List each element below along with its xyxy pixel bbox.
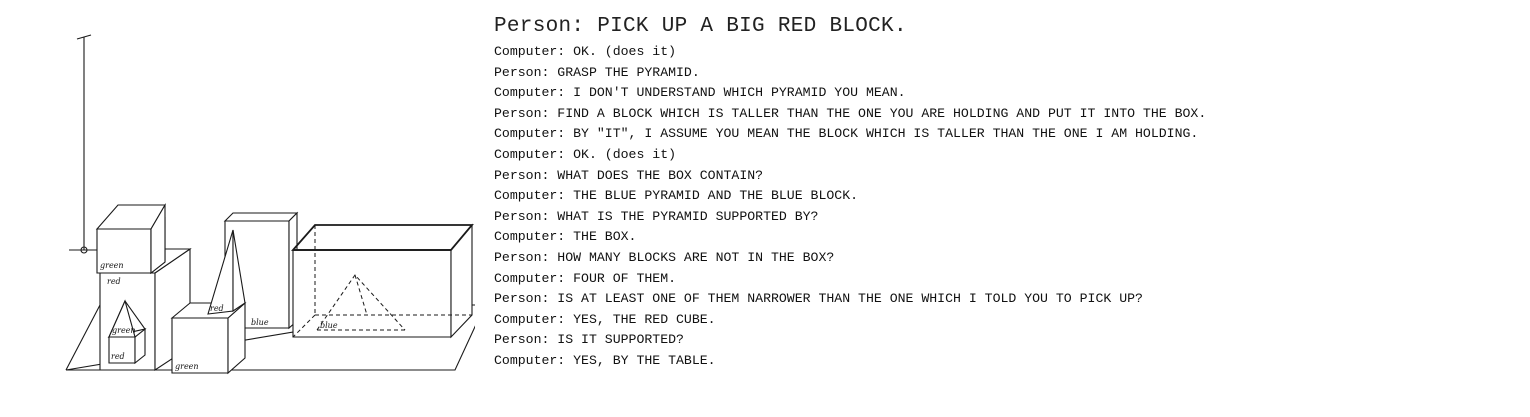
dialog-line: Computer: THE BOX. xyxy=(494,229,637,245)
red-pyramid: red xyxy=(207,229,246,315)
blue-pyramid-label: blue xyxy=(320,321,338,330)
dialog-line: Computer: OK. (does it) xyxy=(494,44,677,59)
green-pyramid-label: green xyxy=(112,326,136,335)
dialog-line: Person: WHAT IS THE PYRAMID SUPPORTED BY… xyxy=(494,208,819,224)
red-tall-label: red xyxy=(107,277,121,286)
dialog-line: Computer: FOUR OF THEM. xyxy=(494,270,677,286)
dialog-title: Person: PICK UP A BIG RED BLOCK. xyxy=(494,15,907,38)
dialog-line: Person: HOW MANY BLOCKS ARE NOT IN THE B… xyxy=(494,249,835,265)
dialog-line: Person: GRASP THE PYRAMID. xyxy=(494,64,700,80)
dialog-line: Computer: THE BLUE PYRAMID AND THE BLUE … xyxy=(494,188,859,204)
red-small-label: red xyxy=(111,352,125,361)
dialog-line: Person: FIND A BLOCK WHICH IS TALLER THA… xyxy=(494,105,1207,121)
green-block-label: green xyxy=(175,362,199,371)
dialog-line: Computer: I DON'T UNDERSTAND WHICH PYRAM… xyxy=(494,85,906,101)
dialog-line: Person: IS IT SUPPORTED? xyxy=(494,332,684,348)
green-top-cube: green xyxy=(95,202,166,275)
dialog-line: Computer: YES, THE RED CUBE. xyxy=(494,311,716,327)
blue-block-label: blue xyxy=(251,318,269,327)
dialog-line: Person: WHAT DOES THE BOX CONTAIN? xyxy=(494,167,764,183)
red-pyramid-label: red xyxy=(210,304,224,313)
small-red-cube: red xyxy=(107,327,147,365)
dialog-line: Person: IS AT LEAST ONE OF THEM NARROWER… xyxy=(494,291,1143,307)
blocks-world-drawing: red green red green blue xyxy=(65,34,486,375)
dialog-line: Computer: YES, BY THE TABLE. xyxy=(494,352,716,368)
green-top-label: green xyxy=(100,261,124,270)
shrdlu-dialog: Person: PICK UP A BIG RED BLOCK. Compute… xyxy=(494,12,1524,372)
blue-pyramid: blue xyxy=(316,274,406,331)
box: blue xyxy=(291,223,474,339)
green-pyramid: green xyxy=(108,299,146,338)
dialog-line: Computer: OK. (does it) xyxy=(494,146,677,162)
robot-arm xyxy=(69,34,99,254)
dialog-line: Computer: BY "IT", I ASSUME YOU MEAN THE… xyxy=(494,126,1199,142)
blocks-world-illustration: red green red green blue xyxy=(55,25,486,385)
